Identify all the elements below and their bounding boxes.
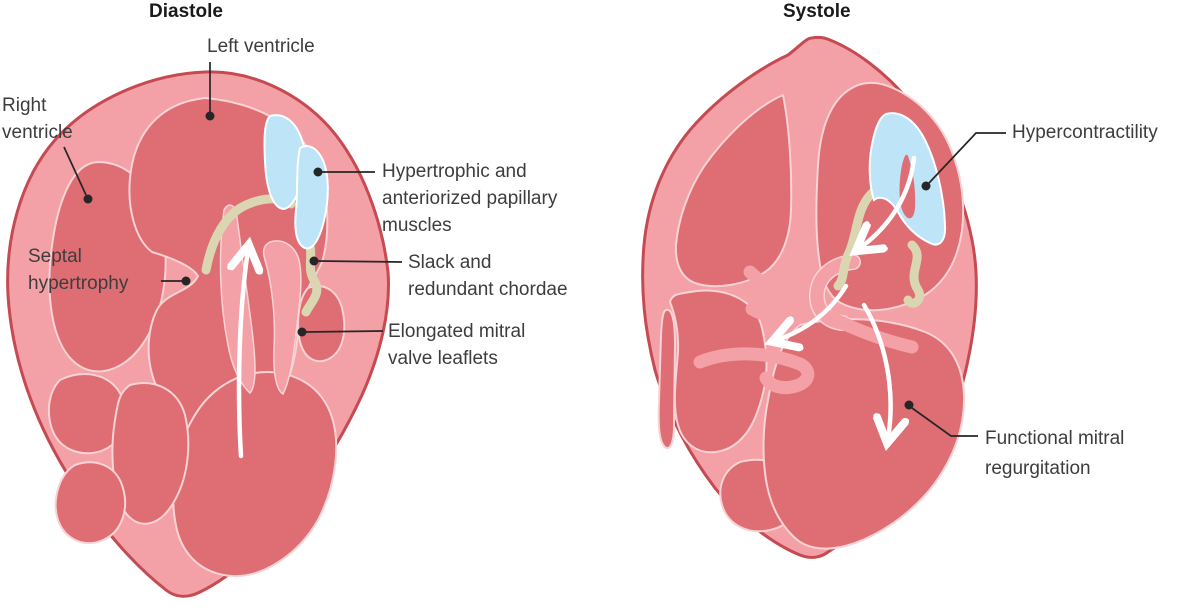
mitral-leaflet-posterior xyxy=(262,240,302,396)
label-line: Elongated mitral xyxy=(388,321,526,342)
label-hypercontractility: Hypercontractility xyxy=(1012,119,1158,146)
label-slack-chordae: Slack and redundant chordae xyxy=(408,249,568,303)
panel-title-systole: Systole xyxy=(783,1,851,22)
label-line: Hypercontractility xyxy=(1012,122,1158,143)
dot-right-ventricle xyxy=(83,194,93,204)
label-line: Functional mitral xyxy=(985,428,1125,449)
systole-arrow-inflow xyxy=(860,155,917,248)
dot-hypercontractility xyxy=(921,181,931,191)
leader-hypercontractility xyxy=(928,132,1006,184)
diastole-inflow-arrow xyxy=(239,250,248,459)
label-septal-hypertrophy: Septal hypertrophy xyxy=(28,243,128,297)
diastole-pocket-chamber xyxy=(297,285,346,363)
diastole-heart xyxy=(6,70,390,598)
label-line: Hypertrophic and xyxy=(382,161,527,182)
label-line: muscles xyxy=(382,215,452,236)
dot-left-ventricle xyxy=(205,111,215,121)
label-line: anteriorized papillary xyxy=(382,188,558,209)
label-line: Left ventricle xyxy=(207,36,315,57)
systole-chordae-left xyxy=(833,188,877,291)
systole-right-ventricle-chamber xyxy=(674,94,793,288)
systole-arrow-regurgitant xyxy=(777,283,849,340)
panel-title-diastole: Diastole xyxy=(149,1,223,22)
label-line: valve leaflets xyxy=(388,348,498,369)
label-line: Septal xyxy=(28,246,82,267)
mitral-hook-lower xyxy=(693,347,815,395)
leader-right-ventricle xyxy=(63,146,87,196)
septal-hook-band xyxy=(743,265,786,322)
systole-heart xyxy=(641,35,978,559)
leader-mitral-leaflets xyxy=(305,330,384,333)
label-line: hypertrophy xyxy=(28,273,129,294)
annotation-leaders xyxy=(63,62,1006,437)
dot-functional-mr xyxy=(904,400,914,410)
systole-chordae-right xyxy=(903,240,925,308)
label-functional-mr: Functional mitral regurgitation xyxy=(985,424,1124,484)
label-line: regurgitation xyxy=(985,458,1091,479)
label-left-ventricle: Left ventricle xyxy=(207,33,315,60)
label-line: Right xyxy=(2,95,47,116)
label-line: ventricle xyxy=(2,122,73,143)
label-mitral-leaflets: Elongated mitral valve leaflets xyxy=(388,318,525,372)
leader-slack-chordae xyxy=(317,260,403,263)
systole-atrium-left-chamber xyxy=(669,289,768,454)
dot-slack-chordae xyxy=(309,256,319,266)
systole-arrow-atrial xyxy=(861,302,891,438)
label-line: Slack and xyxy=(408,252,492,273)
dot-mitral-leaflets xyxy=(297,327,307,337)
papillary-muscle-blue-left xyxy=(263,114,307,210)
annulus-divider-band xyxy=(818,308,919,354)
label-papillary-muscles: Hypertrophic and anteriorized papillary … xyxy=(382,158,557,239)
dot-papillary-muscles xyxy=(313,167,323,177)
systole-atrium-right-chamber xyxy=(762,318,966,550)
label-right-ventricle: Right ventricle xyxy=(2,92,73,146)
diastole-trabecular-pocket-2 xyxy=(111,382,190,525)
label-line: redundant chordae xyxy=(408,279,568,300)
diastole-trabecular-pocket-3 xyxy=(54,461,127,545)
systole-wall-sliver xyxy=(657,308,676,450)
leader-functional-mr xyxy=(911,407,978,437)
dot-septal-hypertrophy xyxy=(181,276,191,286)
